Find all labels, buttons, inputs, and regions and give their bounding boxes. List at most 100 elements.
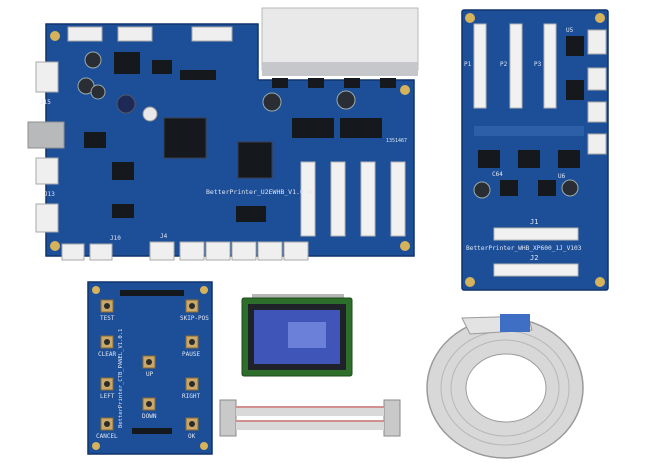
coiled-flat-cable: [426, 314, 584, 459]
control-panel-board: TEST SKIP-POS CLEAR PAUSE UP LEFT RIGHT …: [87, 281, 213, 455]
pin-header: [132, 428, 172, 434]
short-ribbon-cable: [219, 399, 401, 437]
side-connector: [35, 61, 59, 93]
test-button[interactable]: [100, 299, 114, 313]
silk-u6: U6: [558, 173, 566, 180]
capacitor: [142, 106, 158, 122]
down-label: DOWN: [142, 413, 157, 420]
silk-j2: J2: [530, 254, 538, 262]
left-button[interactable]: [100, 377, 114, 391]
mounting-hole: [200, 286, 208, 294]
ic-chip: [566, 80, 584, 100]
regulator-chip: [114, 52, 140, 74]
capacitor: [336, 90, 356, 110]
side-connector: [35, 157, 59, 185]
ic-chip: [478, 150, 500, 168]
usb-port: [27, 121, 65, 149]
left-label: LEFT: [100, 393, 115, 400]
capacitor: [262, 92, 282, 112]
driver-chip: [272, 78, 288, 88]
silk-serial: 1351467: [386, 138, 407, 144]
ic-chip: [180, 70, 216, 80]
skip-pos-button[interactable]: [185, 299, 199, 313]
ribbon-cable-strip: [236, 406, 384, 416]
fpc-socket: [543, 23, 557, 109]
mounting-hole: [92, 442, 100, 450]
mounting-hole: [92, 286, 100, 294]
fpc-socket-j1: [493, 227, 579, 241]
fpc-socket: [330, 161, 346, 237]
fpc-socket-j2: [493, 263, 579, 277]
side-connector: [587, 67, 607, 91]
capacitor: [90, 84, 106, 100]
bottom-connector: [179, 241, 205, 261]
cable-end-tab: [500, 314, 530, 332]
silk-j15: J15: [40, 99, 51, 106]
pause-button[interactable]: [185, 335, 199, 349]
silk-j1: J1: [530, 218, 538, 226]
mounting-hole: [400, 85, 410, 95]
silk-j10: J10: [110, 235, 121, 242]
ribbon-connector-left: [219, 399, 237, 437]
ok-button[interactable]: [185, 417, 199, 431]
cancel-button[interactable]: [100, 417, 114, 431]
ic-chip: [558, 150, 580, 168]
driver-chip: [380, 78, 396, 88]
control-panel-label: BetterPrinter_CTB_PANEL_V1.0.1: [118, 329, 124, 428]
bottom-connector: [231, 241, 257, 261]
lcd-header: [120, 290, 184, 296]
down-button[interactable]: [142, 397, 156, 411]
ic-chip: [340, 118, 382, 138]
header-connector: [191, 26, 233, 42]
silk-j13: J13: [44, 191, 55, 198]
main-board-label: BetterPrinter_U2EWHB_V1.0.4: [206, 188, 312, 196]
silk-p2: P2: [500, 61, 508, 68]
ic-chip: [500, 180, 518, 196]
lcd-backlight-glare: [288, 322, 326, 348]
ic-chip: [84, 132, 106, 148]
side-connector: [587, 29, 607, 55]
ic-chip: [112, 204, 134, 218]
clear-button[interactable]: [100, 335, 114, 349]
capacitor: [561, 179, 579, 197]
pause-label: PAUSE: [182, 351, 200, 358]
lcd-module: [241, 294, 353, 377]
right-label: RIGHT: [182, 393, 200, 400]
fpc-socket: [473, 23, 487, 109]
head-board-label: BetterPrinter_WHB_XP600_1J_V103: [466, 245, 582, 252]
cancel-label: CANCEL: [96, 433, 118, 440]
bottom-connector: [61, 243, 85, 261]
bottom-connector: [205, 241, 231, 261]
test-label: TEST: [100, 315, 115, 322]
ic-chip: [566, 36, 584, 56]
ic-chip: [518, 150, 540, 168]
fpc-socket: [390, 161, 406, 237]
up-button[interactable]: [142, 355, 156, 369]
right-button[interactable]: [185, 377, 199, 391]
main-board: BetterPrinter_U2EWHB_V1.0.4 J15 J13 J10 …: [27, 7, 419, 261]
mounting-hole: [200, 442, 208, 450]
ic-chip: [292, 118, 334, 138]
driver-chip: [344, 78, 360, 88]
silk-p3: P3: [534, 61, 542, 68]
mounting-hole: [465, 13, 475, 23]
clear-label: CLEAR: [98, 351, 116, 358]
bottom-connector: [149, 241, 175, 261]
header-connector: [67, 26, 103, 42]
silk-c64: C64: [492, 171, 503, 178]
mounting-hole: [595, 277, 605, 287]
fpga-chip: [237, 141, 273, 179]
side-connector: [587, 133, 607, 155]
cable-coil-ring: [450, 339, 560, 437]
mounting-hole: [50, 31, 60, 41]
fpc-socket: [509, 23, 523, 109]
up-label: UP: [146, 371, 154, 378]
side-connector: [35, 203, 59, 233]
head-board: P1 P2 P3 U5 U6 C64 J1 J2 BetterPrinter_W…: [461, 9, 609, 291]
silk-p1: P1: [464, 61, 472, 68]
ok-label: OK: [188, 433, 196, 440]
main-processor: [163, 117, 207, 159]
ethernet-port: [261, 7, 419, 71]
